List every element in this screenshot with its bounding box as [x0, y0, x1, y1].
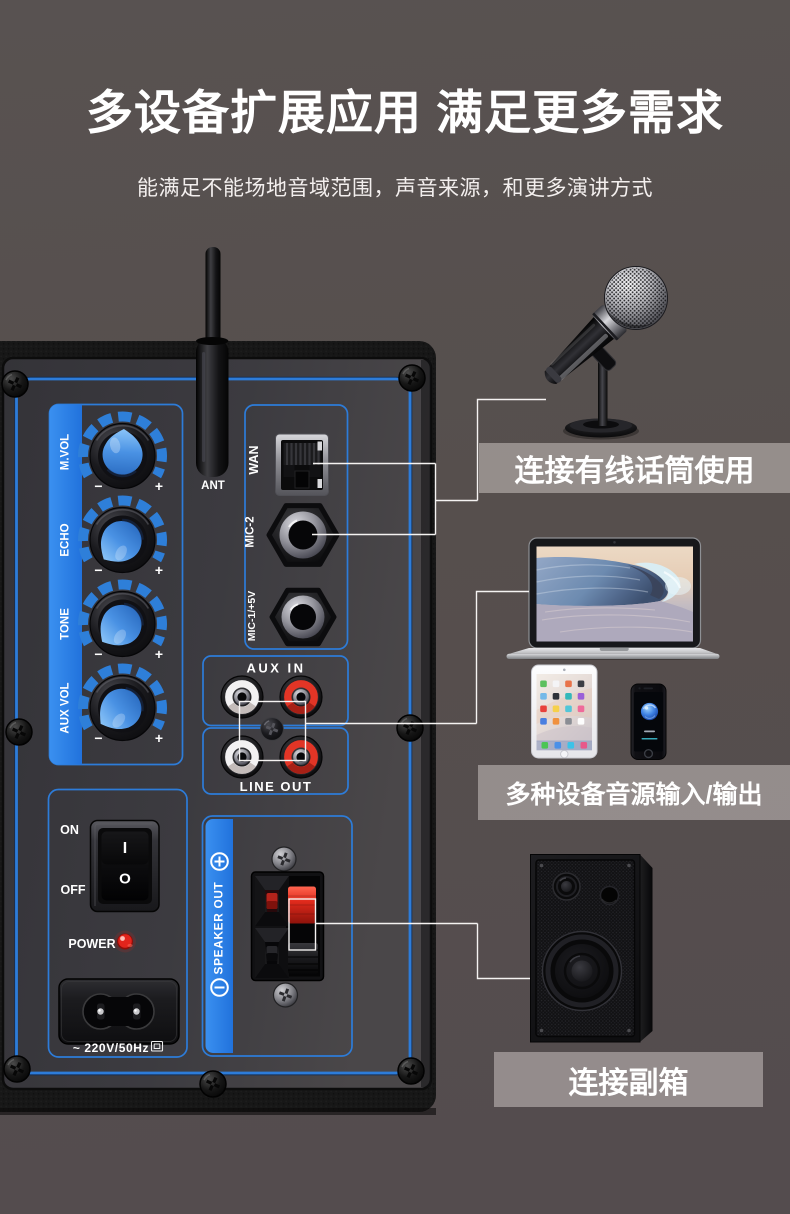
page-subtitle: 能满足不能场地音域范围，声音来源，和更多演讲方式	[137, 177, 653, 200]
mic2-label: MIC-2	[245, 516, 257, 547]
knob-max-label: +	[155, 562, 163, 578]
knob-echo: − +	[78, 495, 167, 578]
power-section: ON OFF I O POWER	[47, 788, 188, 1058]
aux-in-red-jack	[280, 676, 322, 718]
callout-speaker: 连接副箱	[494, 1052, 763, 1107]
mic1-label: MIC-1/+5V	[246, 591, 258, 641]
knob-label-echo: ECHO	[60, 523, 72, 556]
speaker-out-section: SPEAKER OUT	[201, 815, 353, 1057]
page-title: 多设备扩展应用 满足更多需求	[85, 86, 725, 139]
tablet-app-icons	[540, 680, 585, 725]
knob-min-label: −	[94, 730, 102, 746]
terminal-red-lever	[288, 886, 316, 924]
knob-min-label: −	[94, 478, 102, 494]
class2-icon	[150, 1040, 164, 1052]
line-out-red-jack	[280, 736, 322, 778]
aux-in-white-jack	[221, 676, 263, 718]
knob-label-tone: TONE	[60, 608, 72, 640]
speaker-out-plus-icon	[210, 852, 229, 871]
tablet-and-phone-illustration	[531, 664, 667, 760]
speaker-terminal	[250, 871, 325, 982]
knob-max-label: +	[155, 730, 163, 746]
speaker-woofer	[541, 930, 623, 1012]
line-out-white-jack	[221, 736, 263, 778]
wan-port	[275, 433, 329, 496]
knob-section: M.VOL ECHO TONE AUX VOL − +	[48, 403, 225, 766]
knob-auxvol: − +	[78, 663, 167, 746]
terminal-screw-top	[271, 846, 297, 872]
microphone-illustration	[544, 266, 668, 440]
laptop-illustration	[506, 537, 720, 660]
speaker-panel-photo: M.VOL ECHO TONE AUX VOL − +	[0, 247, 436, 1115]
aux-in-label: AUX IN	[246, 661, 305, 676]
tablet-dock-icons	[541, 742, 588, 749]
voltage-label: ~ 220V/50Hz	[73, 1041, 149, 1055]
speaker-out-minus-icon	[210, 978, 229, 997]
callout-devices: 多种设备音源输入/输出	[478, 765, 790, 820]
speaker-port	[599, 885, 620, 906]
mic2-jack	[266, 503, 340, 567]
callout-devices-label: 多种设备音源输入/输出	[505, 780, 763, 809]
speaker-out-label: SPEAKER OUT	[212, 881, 226, 974]
knob-min-label: −	[94, 562, 102, 578]
speaker-tweeter	[552, 872, 581, 901]
ac-inlet	[58, 978, 180, 1045]
knob-label-mvol: M.VOL	[60, 434, 72, 470]
knob-mvol: − +	[78, 411, 167, 494]
line-out-label: LINE OUT	[240, 779, 313, 794]
terminal-black-lever	[288, 943, 318, 974]
rocker-switch: I O	[89, 819, 160, 913]
on-label: ON	[60, 823, 79, 837]
knob-max-label: +	[155, 646, 163, 662]
secondary-speaker-illustration	[530, 854, 653, 1043]
knob-tone: − +	[78, 579, 167, 662]
knob-label-auxvol: AUX VOL	[60, 682, 72, 733]
wan-label: WAN	[247, 445, 261, 474]
switch-o-mark: O	[119, 871, 131, 888]
antenna	[196, 247, 229, 477]
power-led	[114, 930, 136, 953]
ant-label: ANT	[201, 480, 225, 492]
phone-logo	[640, 702, 659, 721]
laptop-screen	[536, 546, 693, 642]
mic1-jack	[269, 587, 337, 647]
power-label: POWER	[68, 937, 115, 951]
aux-center-screw	[260, 717, 284, 741]
terminal-screw-bottom	[272, 982, 299, 1008]
tablet	[531, 664, 598, 759]
callout-mic-label: 连接有线话筒使用	[514, 455, 755, 488]
speaker-out-band	[205, 819, 233, 1053]
knob-max-label: +	[155, 478, 163, 494]
knob-min-label: −	[94, 646, 102, 662]
callout-speaker-label: 连接副箱	[568, 1066, 689, 1100]
off-label: OFF	[61, 883, 86, 897]
knob-label-band	[49, 404, 82, 765]
phone	[630, 683, 667, 760]
switch-i-mark: I	[123, 840, 127, 857]
callout-mic: 连接有线话筒使用	[479, 443, 790, 493]
